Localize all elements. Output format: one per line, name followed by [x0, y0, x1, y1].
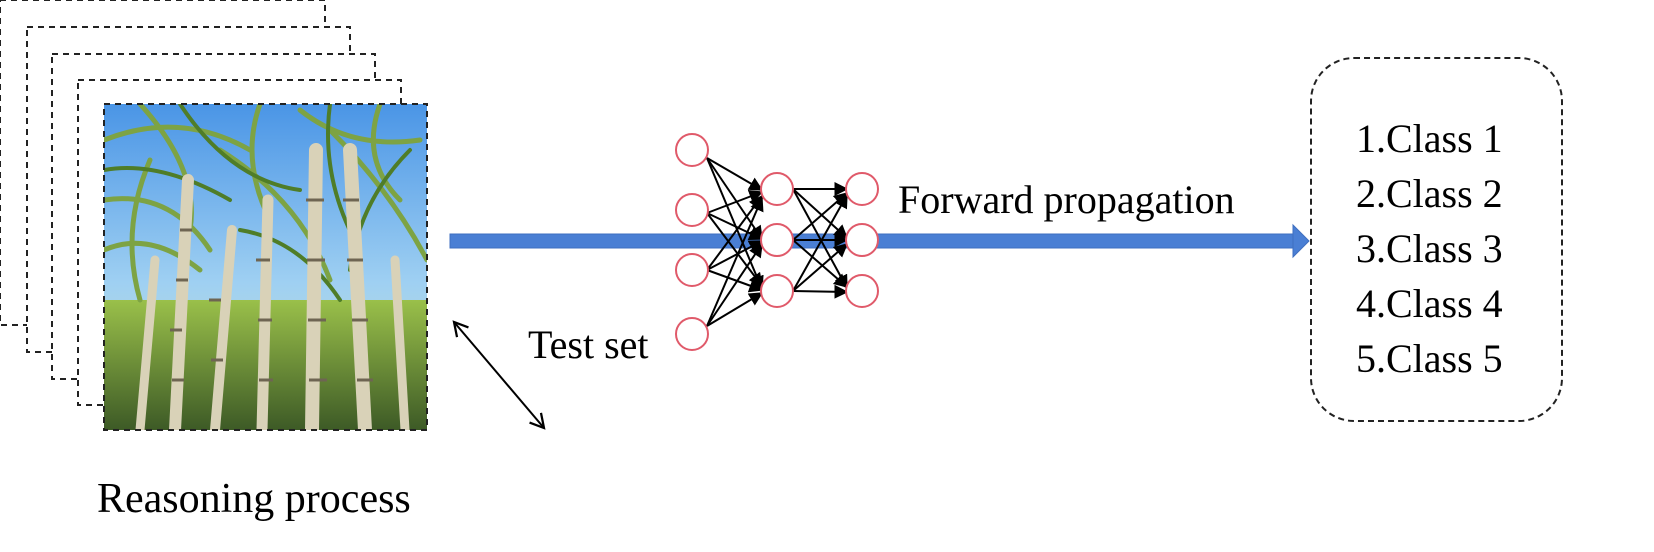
hidden-neuron [760, 223, 794, 257]
network-connections [706, 157, 849, 327]
hidden-neuron [760, 172, 794, 206]
hidden-neuron [760, 274, 794, 308]
class-item-2: 2.Class 2 [1356, 171, 1503, 216]
test-set-label: Test set [528, 322, 649, 367]
input-neuron [675, 133, 709, 167]
class-item-3: 3.Class 3 [1356, 226, 1503, 271]
output-neuron [845, 274, 879, 308]
output-neuron [845, 172, 879, 206]
input-neuron [675, 193, 709, 227]
class-item-5: 5.Class 5 [1356, 336, 1503, 381]
input-neuron [675, 253, 709, 287]
sugarcane-photo [104, 104, 427, 430]
output-neuron [845, 223, 879, 257]
reasoning-process-caption: Reasoning process [97, 476, 411, 522]
class-output-box: 1.Class 1 2.Class 2 3.Class 3 4.Class 4 … [1310, 57, 1563, 422]
forward-propagation-label: Forward propagation [898, 177, 1235, 222]
forward-arrow [449, 223, 1310, 259]
network-neurons [675, 133, 879, 351]
neural-network [675, 133, 879, 351]
class-item-4: 4.Class 4 [1356, 281, 1503, 326]
class-list: 1.Class 1 2.Class 2 3.Class 3 4.Class 4 … [1356, 111, 1503, 386]
photo-frame [103, 103, 428, 431]
double-arrow-icon [452, 320, 546, 430]
class-item-1: 1.Class 1 [1356, 116, 1503, 161]
input-neuron [675, 317, 709, 351]
